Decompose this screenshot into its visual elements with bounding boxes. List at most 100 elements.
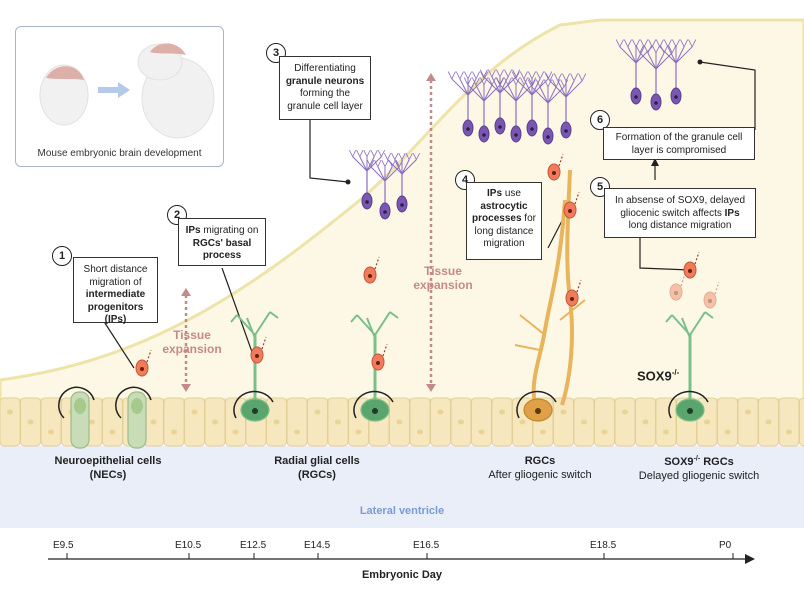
step-2-box: IPs migrating on RGCs' basal process xyxy=(178,218,266,266)
ventricle-band xyxy=(0,446,804,528)
step-2-text: migrating on xyxy=(200,225,259,236)
cell-nucleus xyxy=(48,429,54,435)
granule-neuron xyxy=(479,69,521,135)
sox9-rgc-label-a: SOX9 xyxy=(664,455,694,468)
neuroepithelial-cell xyxy=(115,386,152,449)
granule-neuron xyxy=(495,77,537,143)
sox9-rgc-label: SOX9-/- RGCs Delayed gliogenic switch xyxy=(624,454,774,483)
cell-nucleus xyxy=(171,429,177,435)
step-3-box: Differentiating granule neurons forming … xyxy=(279,56,371,120)
cell-nucleus xyxy=(765,419,772,425)
cell-nucleus xyxy=(519,419,526,425)
granule-neuron xyxy=(615,39,657,105)
sox9-label: SOX9-/- xyxy=(637,368,679,383)
step-2-bold: IPs xyxy=(185,225,201,236)
step-3-text: Differentiating xyxy=(294,63,356,74)
arrowhead-up-1 xyxy=(181,288,191,296)
intermediate-progenitor xyxy=(135,349,152,377)
intermediate-progenitor xyxy=(683,251,700,279)
step-5-box: In absense of SOX9, delayed gliocenic sw… xyxy=(604,188,756,238)
step-5-text: In absense of SOX9, delayed gliocenic sw… xyxy=(614,195,746,219)
epithelial-cell xyxy=(0,397,21,447)
granule-neuron xyxy=(511,71,553,137)
arrow-up-small xyxy=(651,158,659,166)
connector-dots xyxy=(345,59,703,185)
rgc-label-line1: Radial glial cells xyxy=(274,455,360,467)
cell-nucleus xyxy=(724,429,731,435)
epithelial-cell xyxy=(737,397,759,447)
epithelial-cell xyxy=(102,397,123,447)
epithelial-cell xyxy=(717,397,738,447)
rgc-after-label: RGCs After gliogenic switch xyxy=(470,454,610,483)
arrowhead-up-2 xyxy=(426,73,436,81)
arrowhead-down-2 xyxy=(426,384,436,392)
intermediate-progenitor xyxy=(547,153,564,181)
cell-nucleus xyxy=(335,419,341,425)
step-1-number: 1 xyxy=(52,246,72,266)
cell-nucleus xyxy=(601,429,608,435)
cell-nucleus xyxy=(581,419,587,425)
astrocytic-rgc xyxy=(514,169,586,422)
epithelial-cell xyxy=(778,397,800,447)
step-5-text-2: long distance migration xyxy=(628,220,732,231)
step-3-bold: granule neurons xyxy=(285,75,365,87)
granule-neuron xyxy=(367,160,403,220)
timeline-tick-label: E9.5 xyxy=(53,540,74,551)
cell-nucleus xyxy=(273,419,280,425)
tissue-expansion-label-2: Tissue expansion xyxy=(413,264,473,293)
timeline-title: Embryonic Day xyxy=(361,569,443,581)
ventricle-label: Lateral ventricle xyxy=(359,505,445,517)
epithelial-cell xyxy=(184,397,205,447)
step-4-bold: IPs xyxy=(487,188,503,199)
epithelial-cell xyxy=(471,397,492,447)
timeline-tick-label: E14.5 xyxy=(304,540,331,551)
cell-nucleus xyxy=(704,419,710,425)
cell-nucleus xyxy=(314,409,321,415)
timeline-tick-label: P0 xyxy=(719,540,732,551)
intermediate-progenitor xyxy=(563,191,580,219)
intermediate-progenitor xyxy=(703,281,720,309)
step-4-box: IPs use astrocytic processes for long di… xyxy=(466,182,542,260)
granule-neuron xyxy=(635,45,677,111)
epithelial-cell xyxy=(655,397,677,447)
cell-nucleus xyxy=(294,429,300,435)
cell-nucleus xyxy=(417,429,423,435)
cell-nucleus xyxy=(191,409,198,415)
timeline-ticks xyxy=(66,553,734,559)
step-1-box: Short distance migration of intermediate… xyxy=(73,257,158,325)
cell-nucleus xyxy=(109,429,116,435)
intermediate-progenitor xyxy=(250,336,267,364)
timeline-tick-label: E16.5 xyxy=(413,540,440,551)
neuroepithelium-layer xyxy=(0,397,804,447)
granule-neuron xyxy=(527,79,569,145)
granule-neuron xyxy=(447,71,489,137)
timeline-tick-label: E12.5 xyxy=(240,540,267,551)
epithelial-cell xyxy=(491,397,513,447)
glia-layer xyxy=(58,153,720,449)
step-4-text-2: for long distance migration xyxy=(474,213,536,249)
cell-nucleus xyxy=(540,429,546,435)
epithelial-cell xyxy=(163,397,185,447)
arrowhead-down-1 xyxy=(181,384,191,392)
nec-label-line1: Neuroepithelial cells xyxy=(54,455,162,467)
inset-caption: Mouse embryonic brain development xyxy=(37,148,202,159)
step-4-bold2: astrocytic processes xyxy=(472,200,528,225)
granule-neuron xyxy=(384,153,420,213)
cell-nucleus xyxy=(560,409,567,415)
timeline-tick-label: E10.5 xyxy=(175,540,202,551)
cell-nucleus xyxy=(499,409,505,415)
rgc-label-line2: (RGCs) xyxy=(298,469,336,482)
cell-nucleus xyxy=(89,419,95,425)
embryo-illustration xyxy=(39,64,89,126)
rgc-after-label-line1: RGCs xyxy=(524,455,556,467)
timeline-arrowhead xyxy=(745,554,755,564)
cell-nucleus xyxy=(212,419,218,425)
step-5-bold: IPs xyxy=(724,207,740,219)
cell-nucleus xyxy=(355,429,362,435)
cell-nucleus xyxy=(622,409,628,415)
sox9-rgc-label-sup: -/- xyxy=(693,455,701,462)
epithelial-cell xyxy=(430,397,451,447)
inset-panel: Mouse embryonic brain development xyxy=(15,26,224,167)
pup-illustration xyxy=(137,43,215,139)
